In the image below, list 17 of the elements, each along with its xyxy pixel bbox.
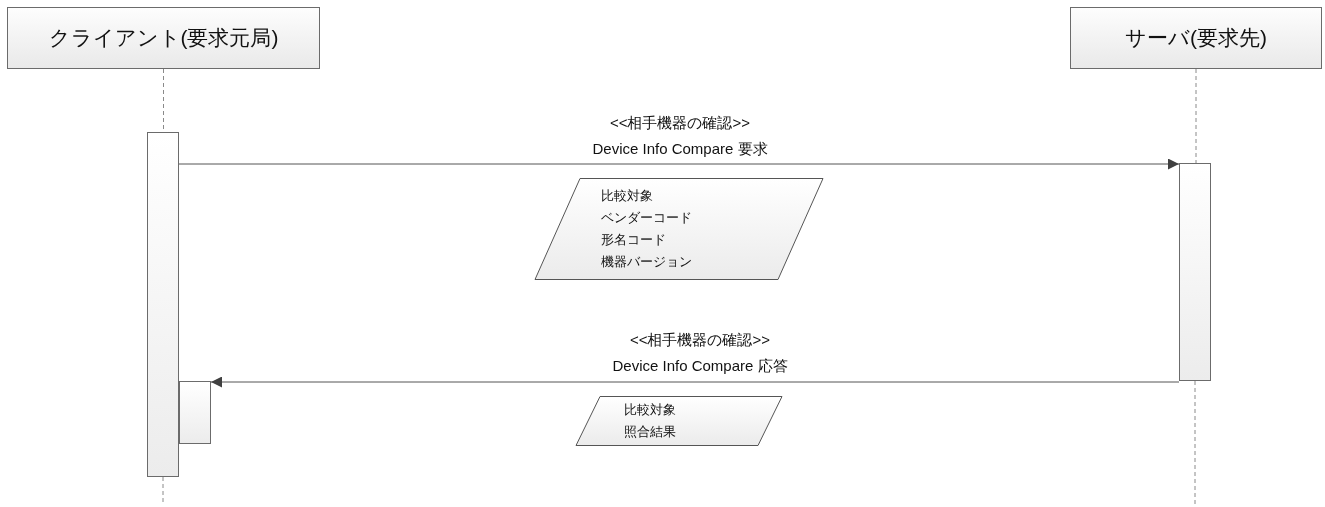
parameter-text: ベンダーコード: [601, 209, 692, 227]
lifeline: [1195, 68, 1197, 164]
activation-bar: [179, 381, 211, 444]
message-arrow: [210, 376, 1180, 388]
lifeline-header: [7, 7, 320, 69]
participant-name: サーバ(要求先): [1125, 25, 1267, 51]
activation-bar: [147, 132, 179, 477]
lifeline-header: [1070, 7, 1322, 69]
participant-name: クライアント(要求元局): [48, 25, 279, 51]
parameter-text: 比較対象: [601, 187, 654, 205]
parameter-text: 形名コード: [601, 231, 667, 249]
parameter-text: 比較対象: [624, 401, 676, 419]
lifeline: [1194, 380, 1196, 506]
parameter-text: 照合結果: [624, 423, 676, 441]
activation-bar: [1179, 163, 1211, 381]
message-arrow: [178, 158, 1180, 170]
parameter-text: 機器バージョン: [601, 253, 692, 271]
